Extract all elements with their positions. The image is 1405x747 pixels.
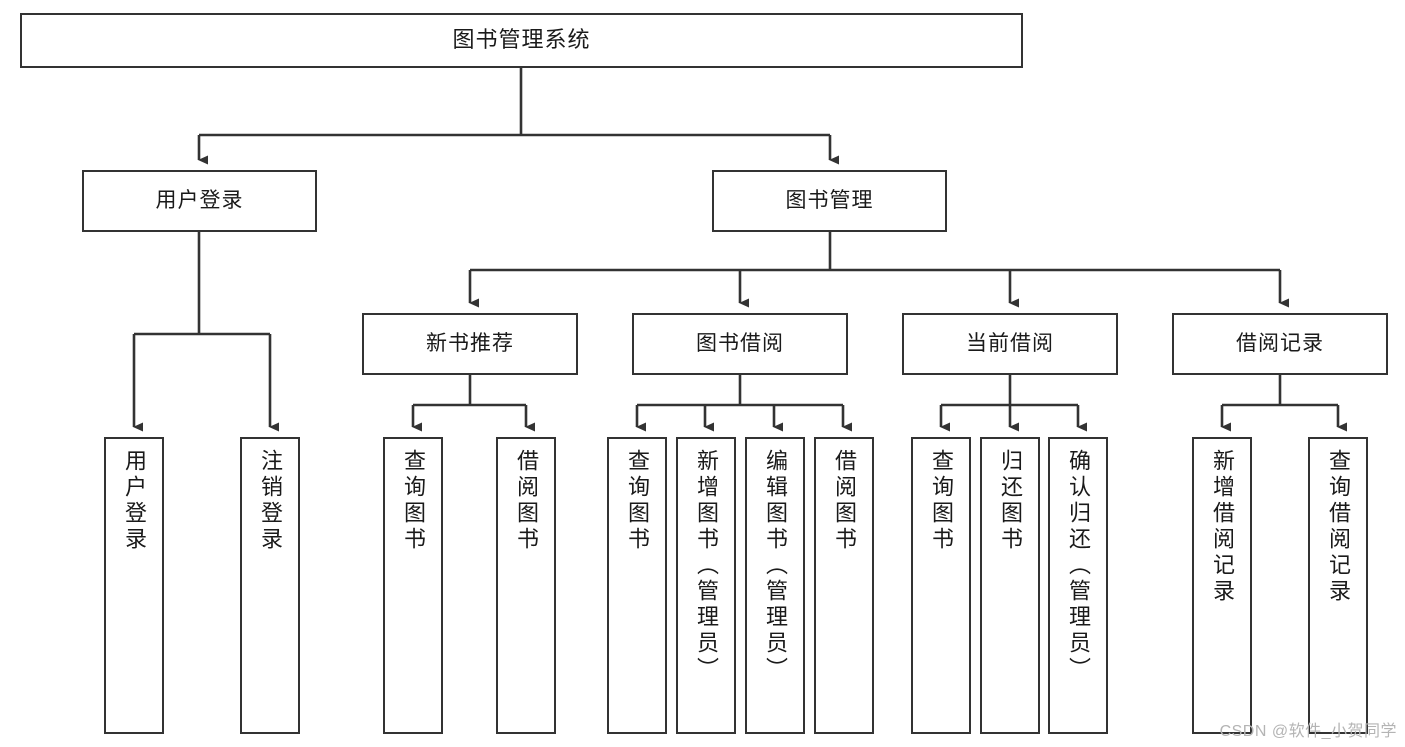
leaf-query-borrow-record[interactable]: 查询借阅记录 [1308,437,1368,734]
node-label: 借阅图书 [832,449,857,553]
leaf-query-book-recommend[interactable]: 查询图书 [383,437,443,734]
node-book-management[interactable]: 图书管理 [712,170,947,232]
node-current-borrow[interactable]: 当前借阅 [902,313,1118,375]
leaf-borrow-book[interactable]: 借阅图书 [814,437,874,734]
leaf-user-login[interactable]: 用户登录 [104,437,164,734]
leaf-confirm-return-admin[interactable]: 确认归还（管理员） [1048,437,1108,734]
leaf-query-book-current[interactable]: 查询图书 [911,437,971,734]
node-label: 借阅记录 [1236,332,1324,356]
node-label: 新书推荐 [426,332,514,356]
node-label: 借阅图书 [514,449,539,553]
node-label: 确认归还（管理员） [1066,449,1091,683]
csdn-watermark: CSDN @软件_小贺同学 [1219,723,1397,740]
node-root-system[interactable]: 图书管理系统 [20,13,1023,68]
leaf-edit-book-admin[interactable]: 编辑图书（管理员） [745,437,805,734]
node-new-book-recommend[interactable]: 新书推荐 [362,313,578,375]
node-label: 用户登录 [155,189,244,213]
node-label: 查询图书 [401,449,426,553]
node-label: 新增图书（管理员） [694,449,719,683]
node-label: 归还图书 [998,449,1023,553]
node-label: 图书借阅 [696,332,784,356]
node-label: 查询图书 [625,449,650,553]
node-label: 图书管理 [785,189,874,213]
node-label: 用户登录 [122,449,147,553]
node-label: 图书管理系统 [452,27,591,53]
node-label: 编辑图书（管理员） [763,449,788,683]
node-label: 查询借阅记录 [1326,449,1351,605]
leaf-borrow-book-recommend[interactable]: 借阅图书 [496,437,556,734]
leaf-return-book[interactable]: 归还图书 [980,437,1040,734]
node-label: 注销登录 [258,449,283,553]
node-borrow-record[interactable]: 借阅记录 [1172,313,1388,375]
leaf-add-book-admin[interactable]: 新增图书（管理员） [676,437,736,734]
leaf-query-book-borrow[interactable]: 查询图书 [607,437,667,734]
node-user-login[interactable]: 用户登录 [82,170,317,232]
node-label: 查询图书 [929,449,954,553]
node-label: 新增借阅记录 [1210,449,1235,605]
node-label: 当前借阅 [966,332,1054,356]
leaf-add-borrow-record[interactable]: 新增借阅记录 [1192,437,1252,734]
leaf-logout[interactable]: 注销登录 [240,437,300,734]
node-book-borrow[interactable]: 图书借阅 [632,313,848,375]
